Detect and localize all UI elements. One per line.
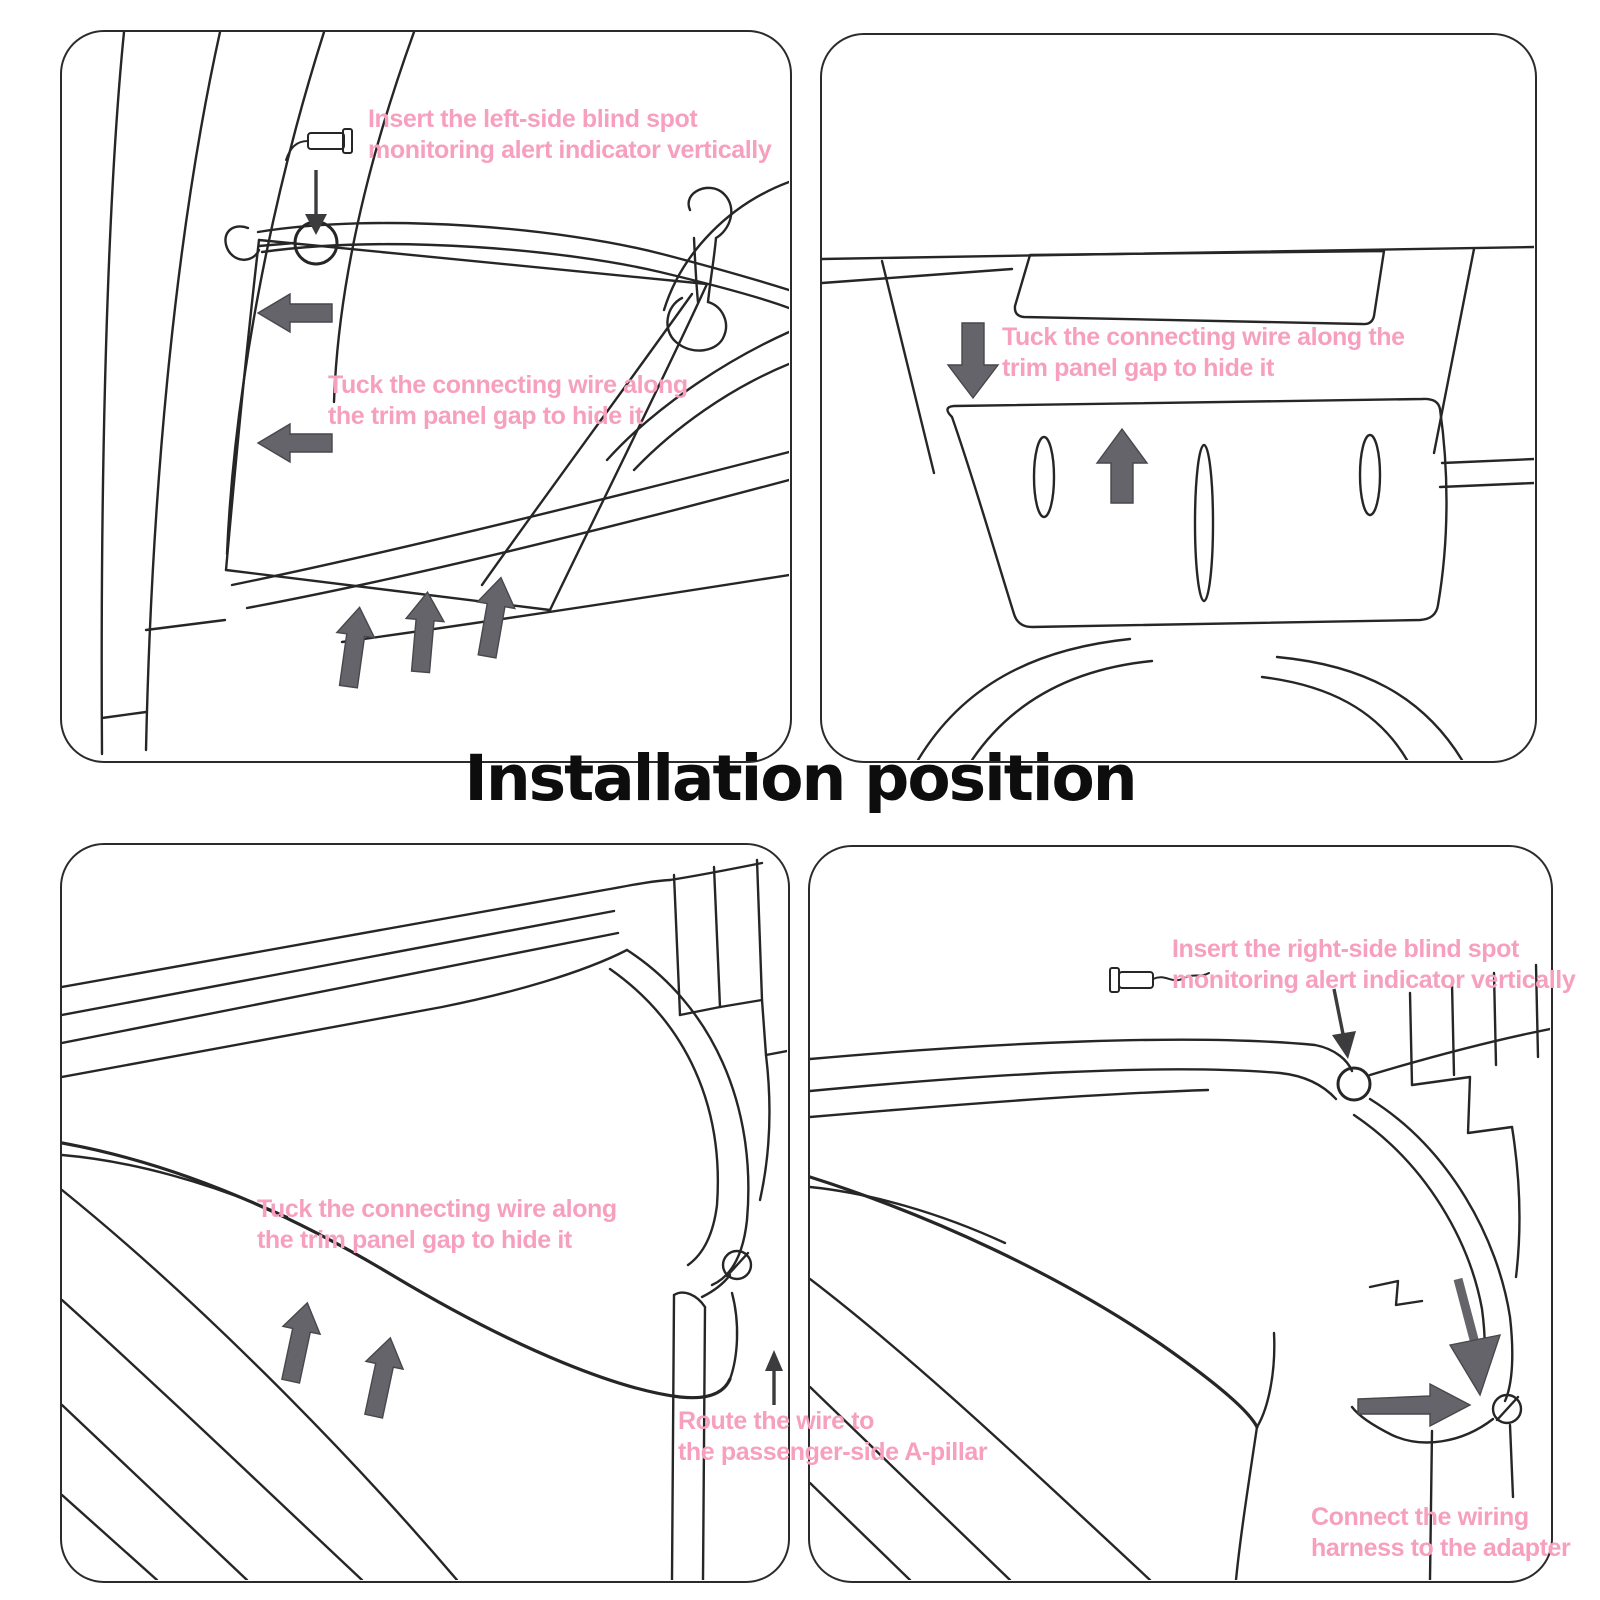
note-line: Route the wire to (678, 1407, 874, 1435)
up-arrow-icon (765, 1350, 783, 1405)
up-arrow-icon (364, 1336, 405, 1419)
blind-spot-indicator-icon (1109, 967, 1210, 993)
panel-top-right-glovebox (820, 33, 1537, 763)
panel-bottom-right-dash-endcap (808, 845, 1553, 1583)
note-line: the trim panel gap to hide it (257, 1226, 572, 1254)
up-arrow-icon (404, 590, 446, 674)
note-tuck-wire-top-left: Tuck the connecting wire along the trim … (328, 370, 688, 432)
note-route-wire: Route the wire to the passenger-side A-p… (678, 1406, 988, 1468)
wire-grommet-marker (721, 1249, 753, 1281)
note-line: Tuck the connecting wire along (328, 371, 688, 399)
note-insert-left-indicator: Insert the left-side blind spot monitori… (368, 104, 772, 166)
right-arrow-icon (1357, 1382, 1472, 1428)
dash-endcap-left-illustration (62, 858, 787, 1580)
note-line: harness to the adapter (1311, 1534, 1571, 1562)
insert-position-marker (1336, 1066, 1372, 1102)
note-connect-harness: Connect the wiring harness to the adapte… (1311, 1502, 1571, 1564)
note-line: trim panel gap to hide it (1002, 354, 1274, 382)
panel-top-left-driver-side (60, 30, 792, 763)
down-right-arrow-icon (1448, 1277, 1502, 1397)
left-arrow-icon (256, 292, 333, 334)
glovebox-illustration (822, 245, 1534, 760)
note-line: the passenger-side A-pillar (678, 1438, 988, 1466)
up-arrow-icon (1095, 427, 1149, 504)
up-arrow-icon (281, 1301, 322, 1384)
down-arrow-icon (305, 170, 327, 235)
note-line: Insert the left-side blind spot (368, 105, 698, 133)
dash-endcap-right-illustration (810, 963, 1550, 1580)
left-arrow-icon (256, 422, 333, 464)
note-line: Tuck the connecting wire along the (1002, 323, 1405, 351)
wire-grommet-marker (1491, 1393, 1523, 1425)
driver-dash-side-illustration (100, 32, 789, 756)
up-arrow-icon (335, 606, 376, 689)
note-line: Connect the wiring (1311, 1503, 1529, 1531)
note-line: Insert the right-side blind spot (1172, 935, 1519, 963)
note-line: monitoring alert indicator vertically (1172, 966, 1576, 994)
down-arrow-icon (946, 322, 1000, 400)
panel-bottom-left-dash-endcap (60, 843, 790, 1583)
up-arrow-icon (475, 576, 516, 659)
note-insert-right-indicator: Insert the right-side blind spot monitor… (1172, 934, 1576, 996)
note-tuck-wire-bottom-left: Tuck the connecting wire along the trim … (257, 1194, 617, 1256)
page-title: Installation position (464, 742, 1137, 815)
blind-spot-indicator-icon (285, 128, 353, 161)
note-line: the trim panel gap to hide it (328, 402, 643, 430)
note-line: monitoring alert indicator vertically (368, 136, 772, 164)
down-arrow-icon (1332, 988, 1356, 1059)
note-line: Tuck the connecting wire along (257, 1195, 617, 1223)
note-tuck-wire-top-right: Tuck the connecting wire along the trim … (1002, 322, 1405, 384)
